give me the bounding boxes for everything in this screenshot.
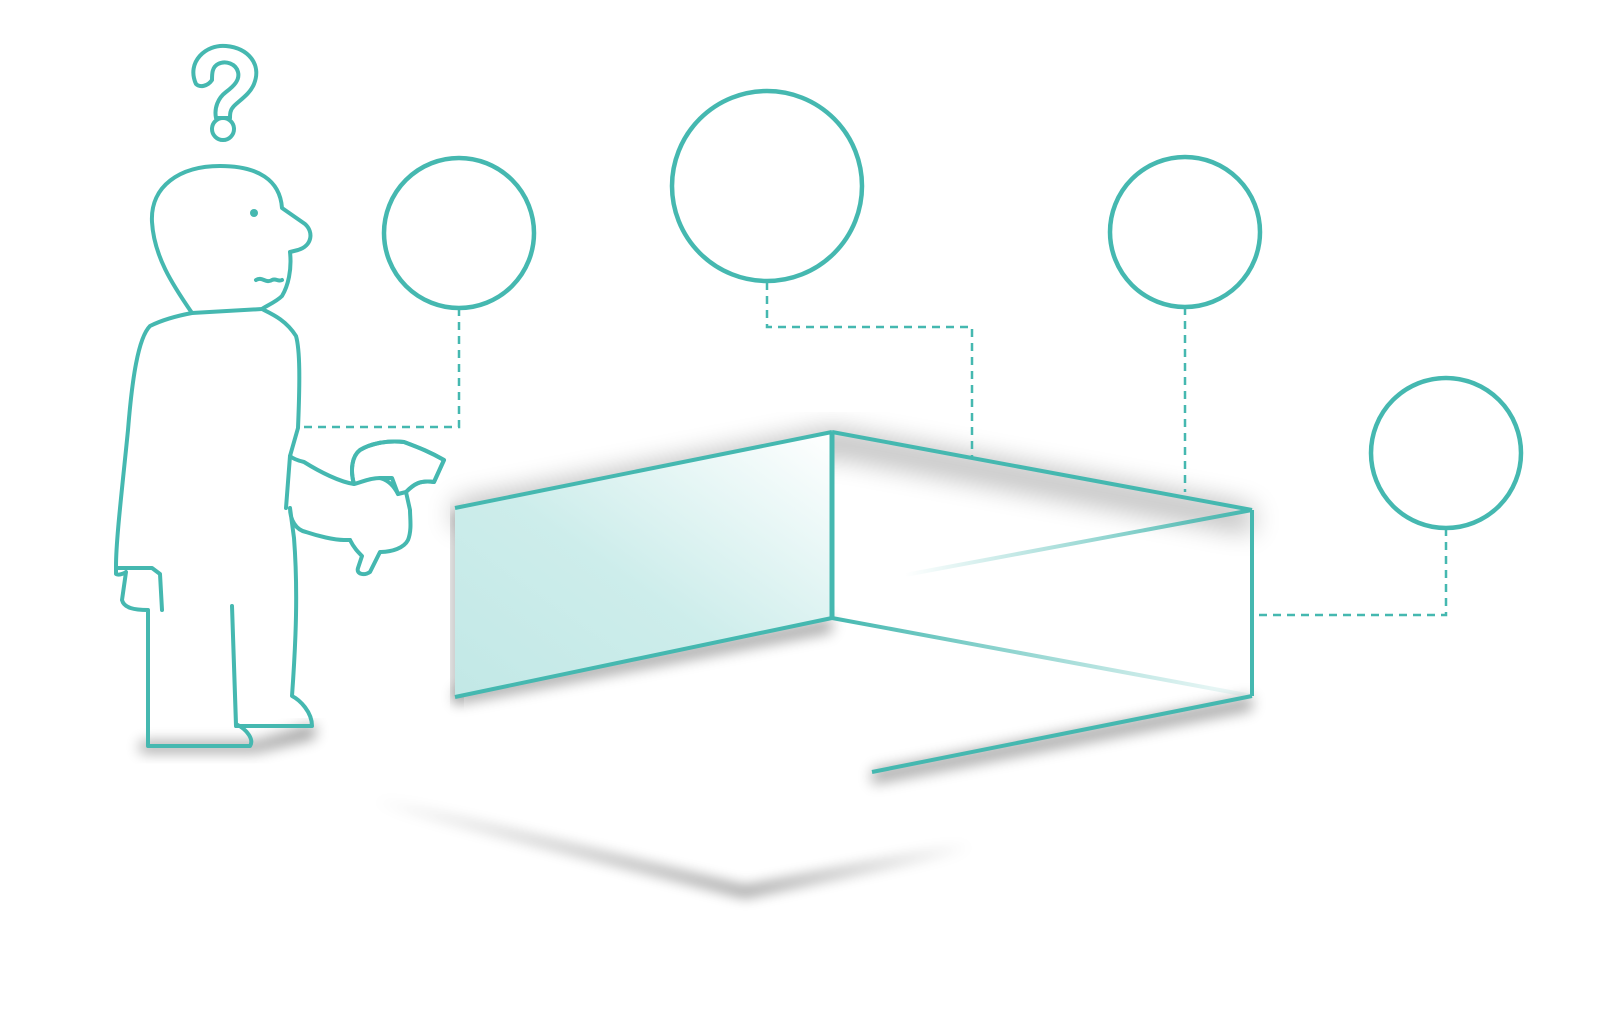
callout-circle-1 — [381, 155, 537, 311]
callout-circle-2 — [669, 88, 865, 284]
person-head — [149, 164, 313, 315]
hammer-icon — [350, 439, 446, 496]
person-body — [114, 307, 446, 748]
dashed-connectors — [303, 282, 1448, 617]
confused-person-icon — [114, 164, 446, 748]
connector-2 — [765, 282, 974, 458]
box-structure — [454, 430, 1254, 774]
callout-circle-3 — [1107, 154, 1263, 310]
connector-1 — [303, 308, 461, 429]
left-panel — [455, 432, 832, 697]
connector-4 — [1258, 528, 1448, 617]
callout-circle-4 — [1368, 375, 1524, 531]
callout-circles — [381, 88, 1524, 531]
question-mark-icon — [191, 43, 259, 142]
